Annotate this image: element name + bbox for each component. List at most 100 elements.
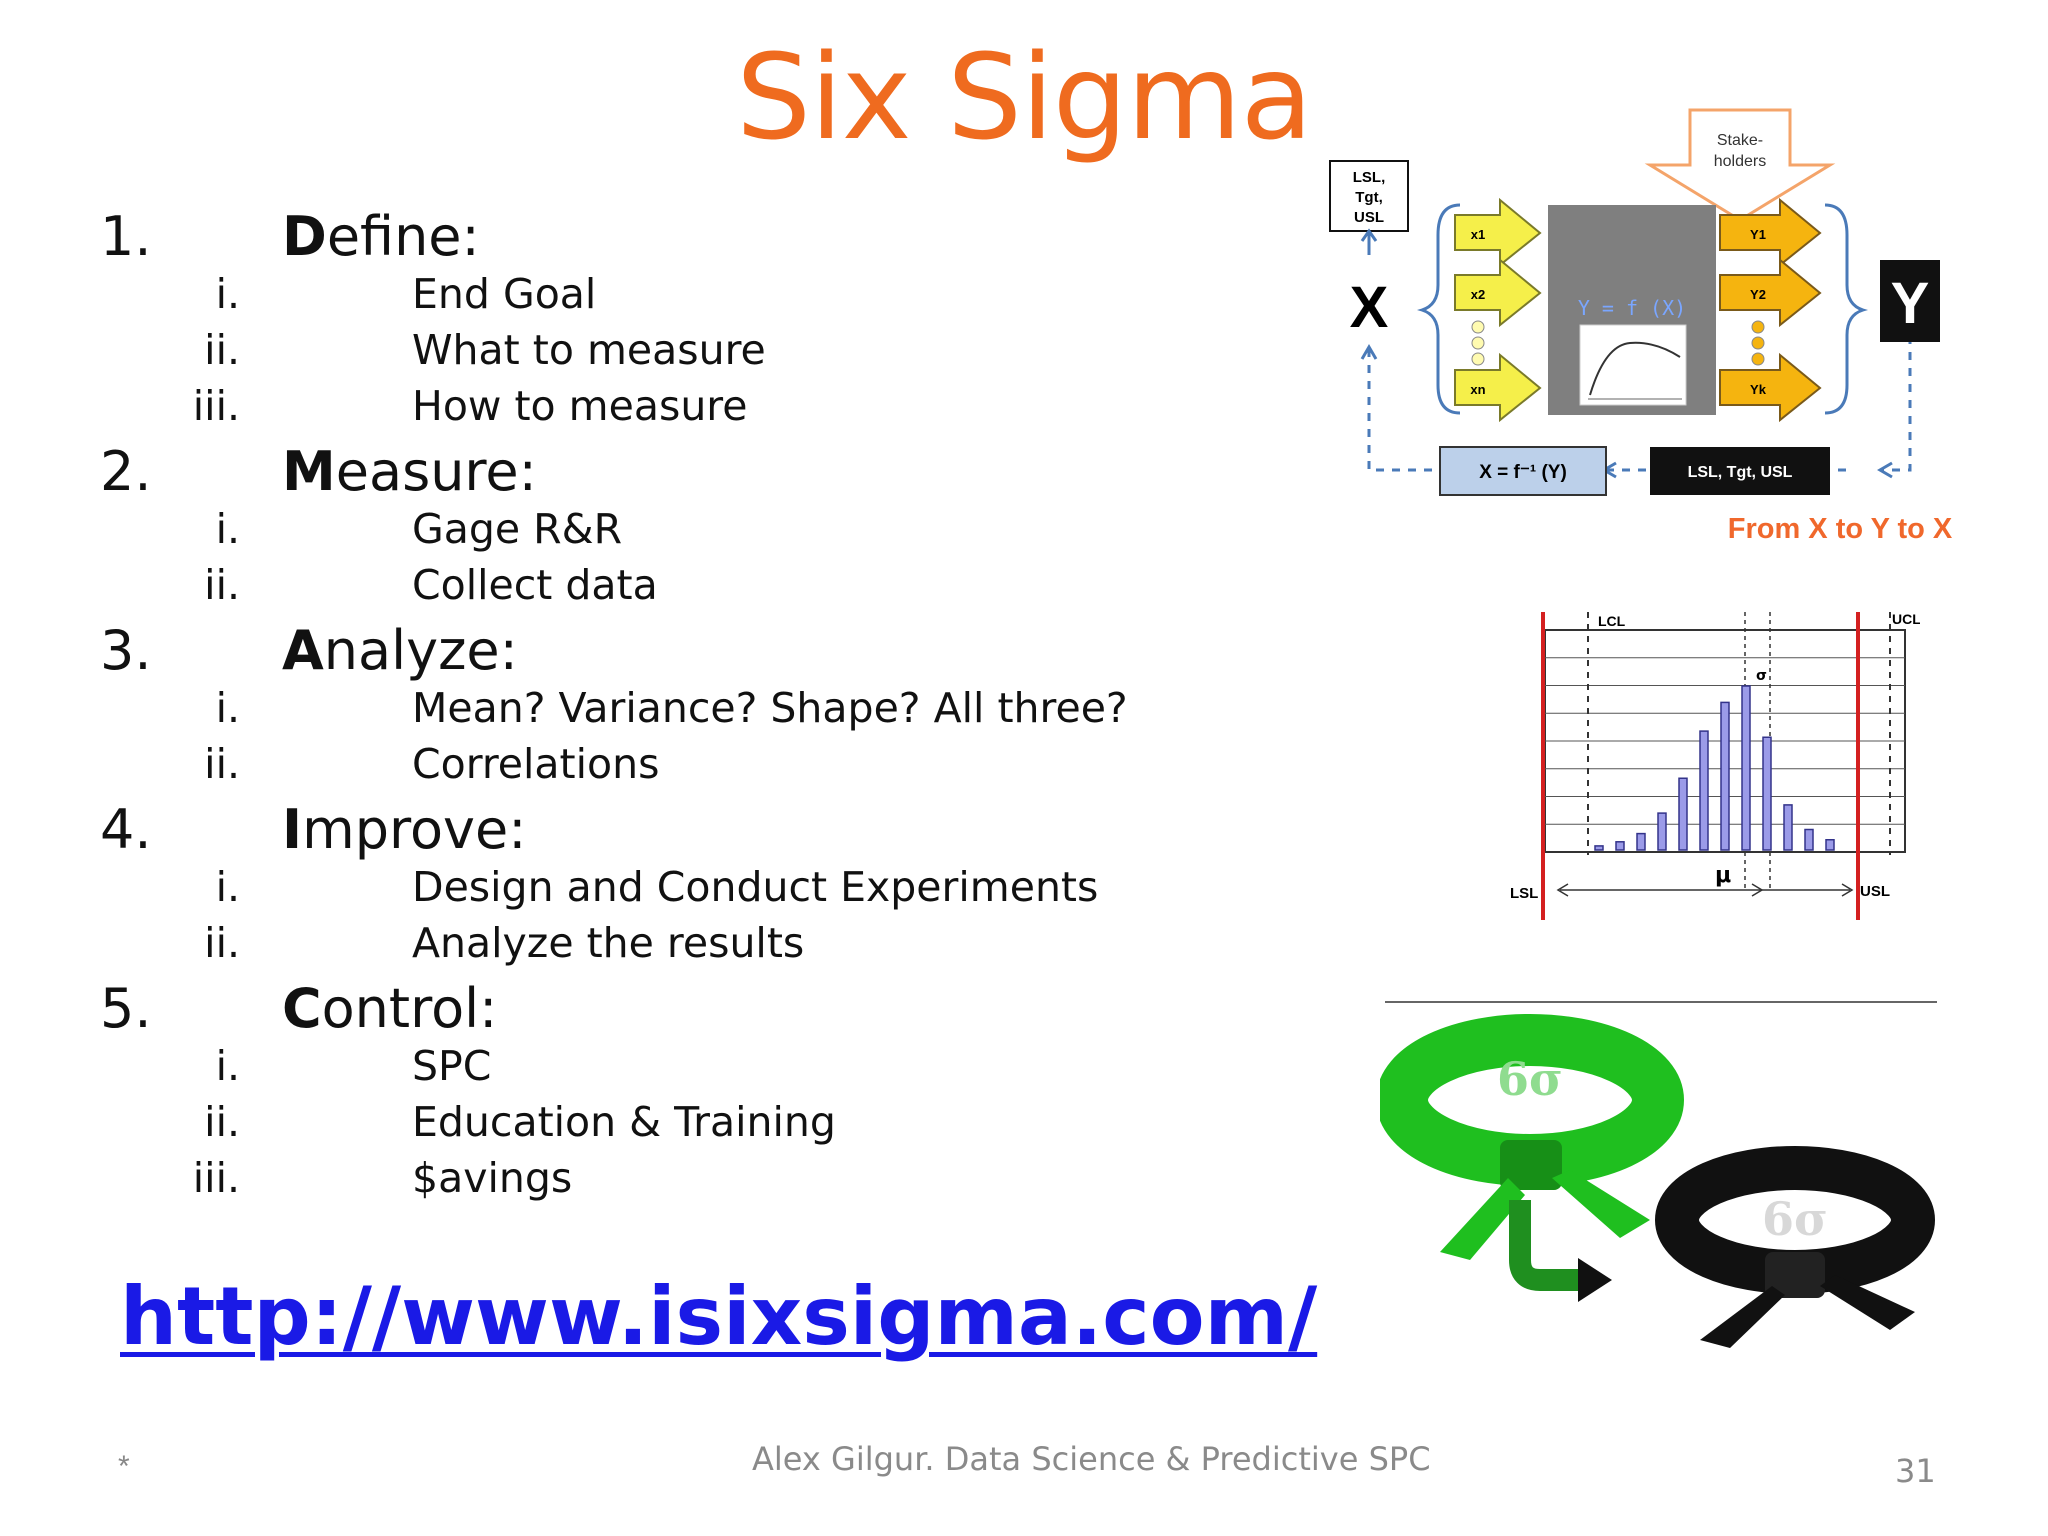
step-title-initial: C <box>282 977 322 1040</box>
step-title-initial: A <box>282 619 324 682</box>
histogram-bar <box>1678 777 1688 851</box>
page-number: 31 <box>1895 1452 1936 1490</box>
function-text: Y = f (X) <box>1578 296 1686 320</box>
histogram-svg: LCL UCL LSL USL μ σ <box>1510 611 1921 920</box>
belts-divider <box>1385 1001 1937 1003</box>
step-title-initial: I <box>282 798 303 861</box>
histogram-bar <box>1804 828 1814 851</box>
step-title: Analyze: <box>282 619 518 682</box>
histogram-bar <box>1636 832 1646 851</box>
sub-item-label: What to measure <box>412 326 766 374</box>
output-yk: Yk <box>1750 382 1767 397</box>
stakeholders-arrow: Stake- holders <box>1644 108 1836 222</box>
step-title: Control: <box>282 977 497 1040</box>
spc-histogram: LCL UCL LSL USL μ σ <box>1500 600 1921 935</box>
sub-item-label: Education & Training <box>412 1098 836 1146</box>
output-y2: Y2 <box>1750 287 1766 302</box>
belt-progression: 6σ 6σ <box>1376 990 1940 1355</box>
sub-item-label: Correlations <box>412 740 660 788</box>
sub-item-number: ii. <box>204 1098 240 1146</box>
histogram-bar <box>1615 841 1625 851</box>
inverse-label: X = f⁻¹ (Y) <box>1479 462 1567 483</box>
process-box: Y = f (X) <box>1548 205 1716 415</box>
sub-item-number: i. <box>215 505 240 553</box>
sub-item-number: ii. <box>204 740 240 788</box>
histogram-bar <box>1762 736 1772 851</box>
spec-line-2: Tgt, <box>1355 189 1383 206</box>
sub-item-number: ii. <box>204 561 240 609</box>
step-title-rest: nalyze: <box>323 619 518 682</box>
sub-item-label: Design and Conduct Experiments <box>412 863 1099 911</box>
slide-title: Six Sigma <box>736 28 1313 166</box>
step-number: 2. <box>100 440 152 503</box>
sub-item-number: i. <box>215 863 240 911</box>
sub-item-label: SPC <box>412 1042 492 1090</box>
spec-line-3: USL <box>1354 209 1384 226</box>
step-number: 1. <box>100 205 152 268</box>
step-title-rest: efine: <box>326 205 480 268</box>
sigma-label: σ <box>1756 668 1767 684</box>
footer-asterisk: * <box>118 1450 130 1483</box>
output-arrows: Y1 Y2 Yk <box>1719 197 1822 423</box>
histogram-bars <box>1594 685 1835 851</box>
sub-item-number: iii. <box>192 1154 240 1202</box>
output-brace <box>1824 203 1869 415</box>
black-belt-label: 6σ <box>1762 1192 1828 1246</box>
histogram-bar <box>1741 685 1751 851</box>
green-belt-label: 6σ <box>1497 1052 1563 1106</box>
sub-item-number: i. <box>215 270 240 318</box>
sub-item-number: ii. <box>204 326 240 374</box>
stakeholders-label-2: holders <box>1714 153 1766 170</box>
histogram-bar <box>1657 812 1667 851</box>
input-xn: xn <box>1470 382 1485 397</box>
step-number: 4. <box>100 798 152 861</box>
progression-arrow <box>1509 1200 1612 1302</box>
usl-label: USL <box>1860 883 1890 900</box>
limits-label: LSL, Tgt, USL <box>1688 464 1793 481</box>
lcl-label: LCL <box>1598 613 1626 629</box>
histogram-bar <box>1720 701 1730 851</box>
step-title-initial: M <box>282 440 336 503</box>
histogram-bar <box>1825 839 1835 851</box>
belts-svg: 6σ 6σ <box>1376 1014 1935 1348</box>
histogram-bar <box>1783 804 1793 851</box>
input-arrows: x1 x2 xn <box>1454 197 1542 423</box>
stakeholders-label-1: Stake- <box>1717 132 1763 149</box>
histogram-bar <box>1594 845 1604 851</box>
xy-diagram-svg: Stake- holders LSL, Tgt, USL X x1 x2 <box>1329 108 1953 545</box>
green-belt: 6σ <box>1376 1014 1684 1260</box>
sub-item-label: Analyze the results <box>412 919 805 967</box>
y-box <box>1880 260 1940 342</box>
input-brace <box>1416 203 1461 415</box>
step-title: Measure: <box>282 440 537 503</box>
step-title-rest: mprove: <box>302 798 527 861</box>
histogram-bar <box>1699 730 1709 851</box>
step-number: 5. <box>100 977 152 1040</box>
sub-item-number: iii. <box>192 382 240 430</box>
feedback-right <box>1882 320 1912 472</box>
input-x2: x2 <box>1471 287 1485 302</box>
step-title-rest: ontrol: <box>321 977 498 1040</box>
sub-item-label: Collect data <box>412 561 658 609</box>
mu-label: μ <box>1715 863 1731 888</box>
x-label: X <box>1350 275 1389 340</box>
input-x1: x1 <box>1471 227 1485 242</box>
diagram-caption: From X to Y to X <box>1728 513 1953 545</box>
output-y1: Y1 <box>1750 227 1766 242</box>
sub-item-label: End Goal <box>412 270 597 318</box>
lsl-label: LSL <box>1510 885 1538 902</box>
spec-line-1: LSL, <box>1353 169 1386 186</box>
step-title: Define: <box>282 205 480 268</box>
step-title: Improve: <box>282 798 526 861</box>
sub-item-number: ii. <box>204 919 240 967</box>
feedback-left <box>1367 349 1440 472</box>
isixsigma-link[interactable]: http://www.isixsigma.com/ <box>120 1270 1318 1363</box>
footer-text: Alex Gilgur. Data Science & Predictive S… <box>752 1440 1431 1478</box>
sub-item-label: $avings <box>412 1154 573 1202</box>
xy-process-diagram: Stake- holders LSL, Tgt, USL X x1 x2 <box>1310 95 1990 570</box>
sub-item-label: Mean? Variance? Shape? All three? <box>412 684 1128 732</box>
step-title-initial: D <box>282 205 327 268</box>
black-belt: 6σ <box>1655 1146 1935 1348</box>
sub-item-label: Gage R&R <box>412 505 623 553</box>
sub-item-number: i. <box>215 684 240 732</box>
